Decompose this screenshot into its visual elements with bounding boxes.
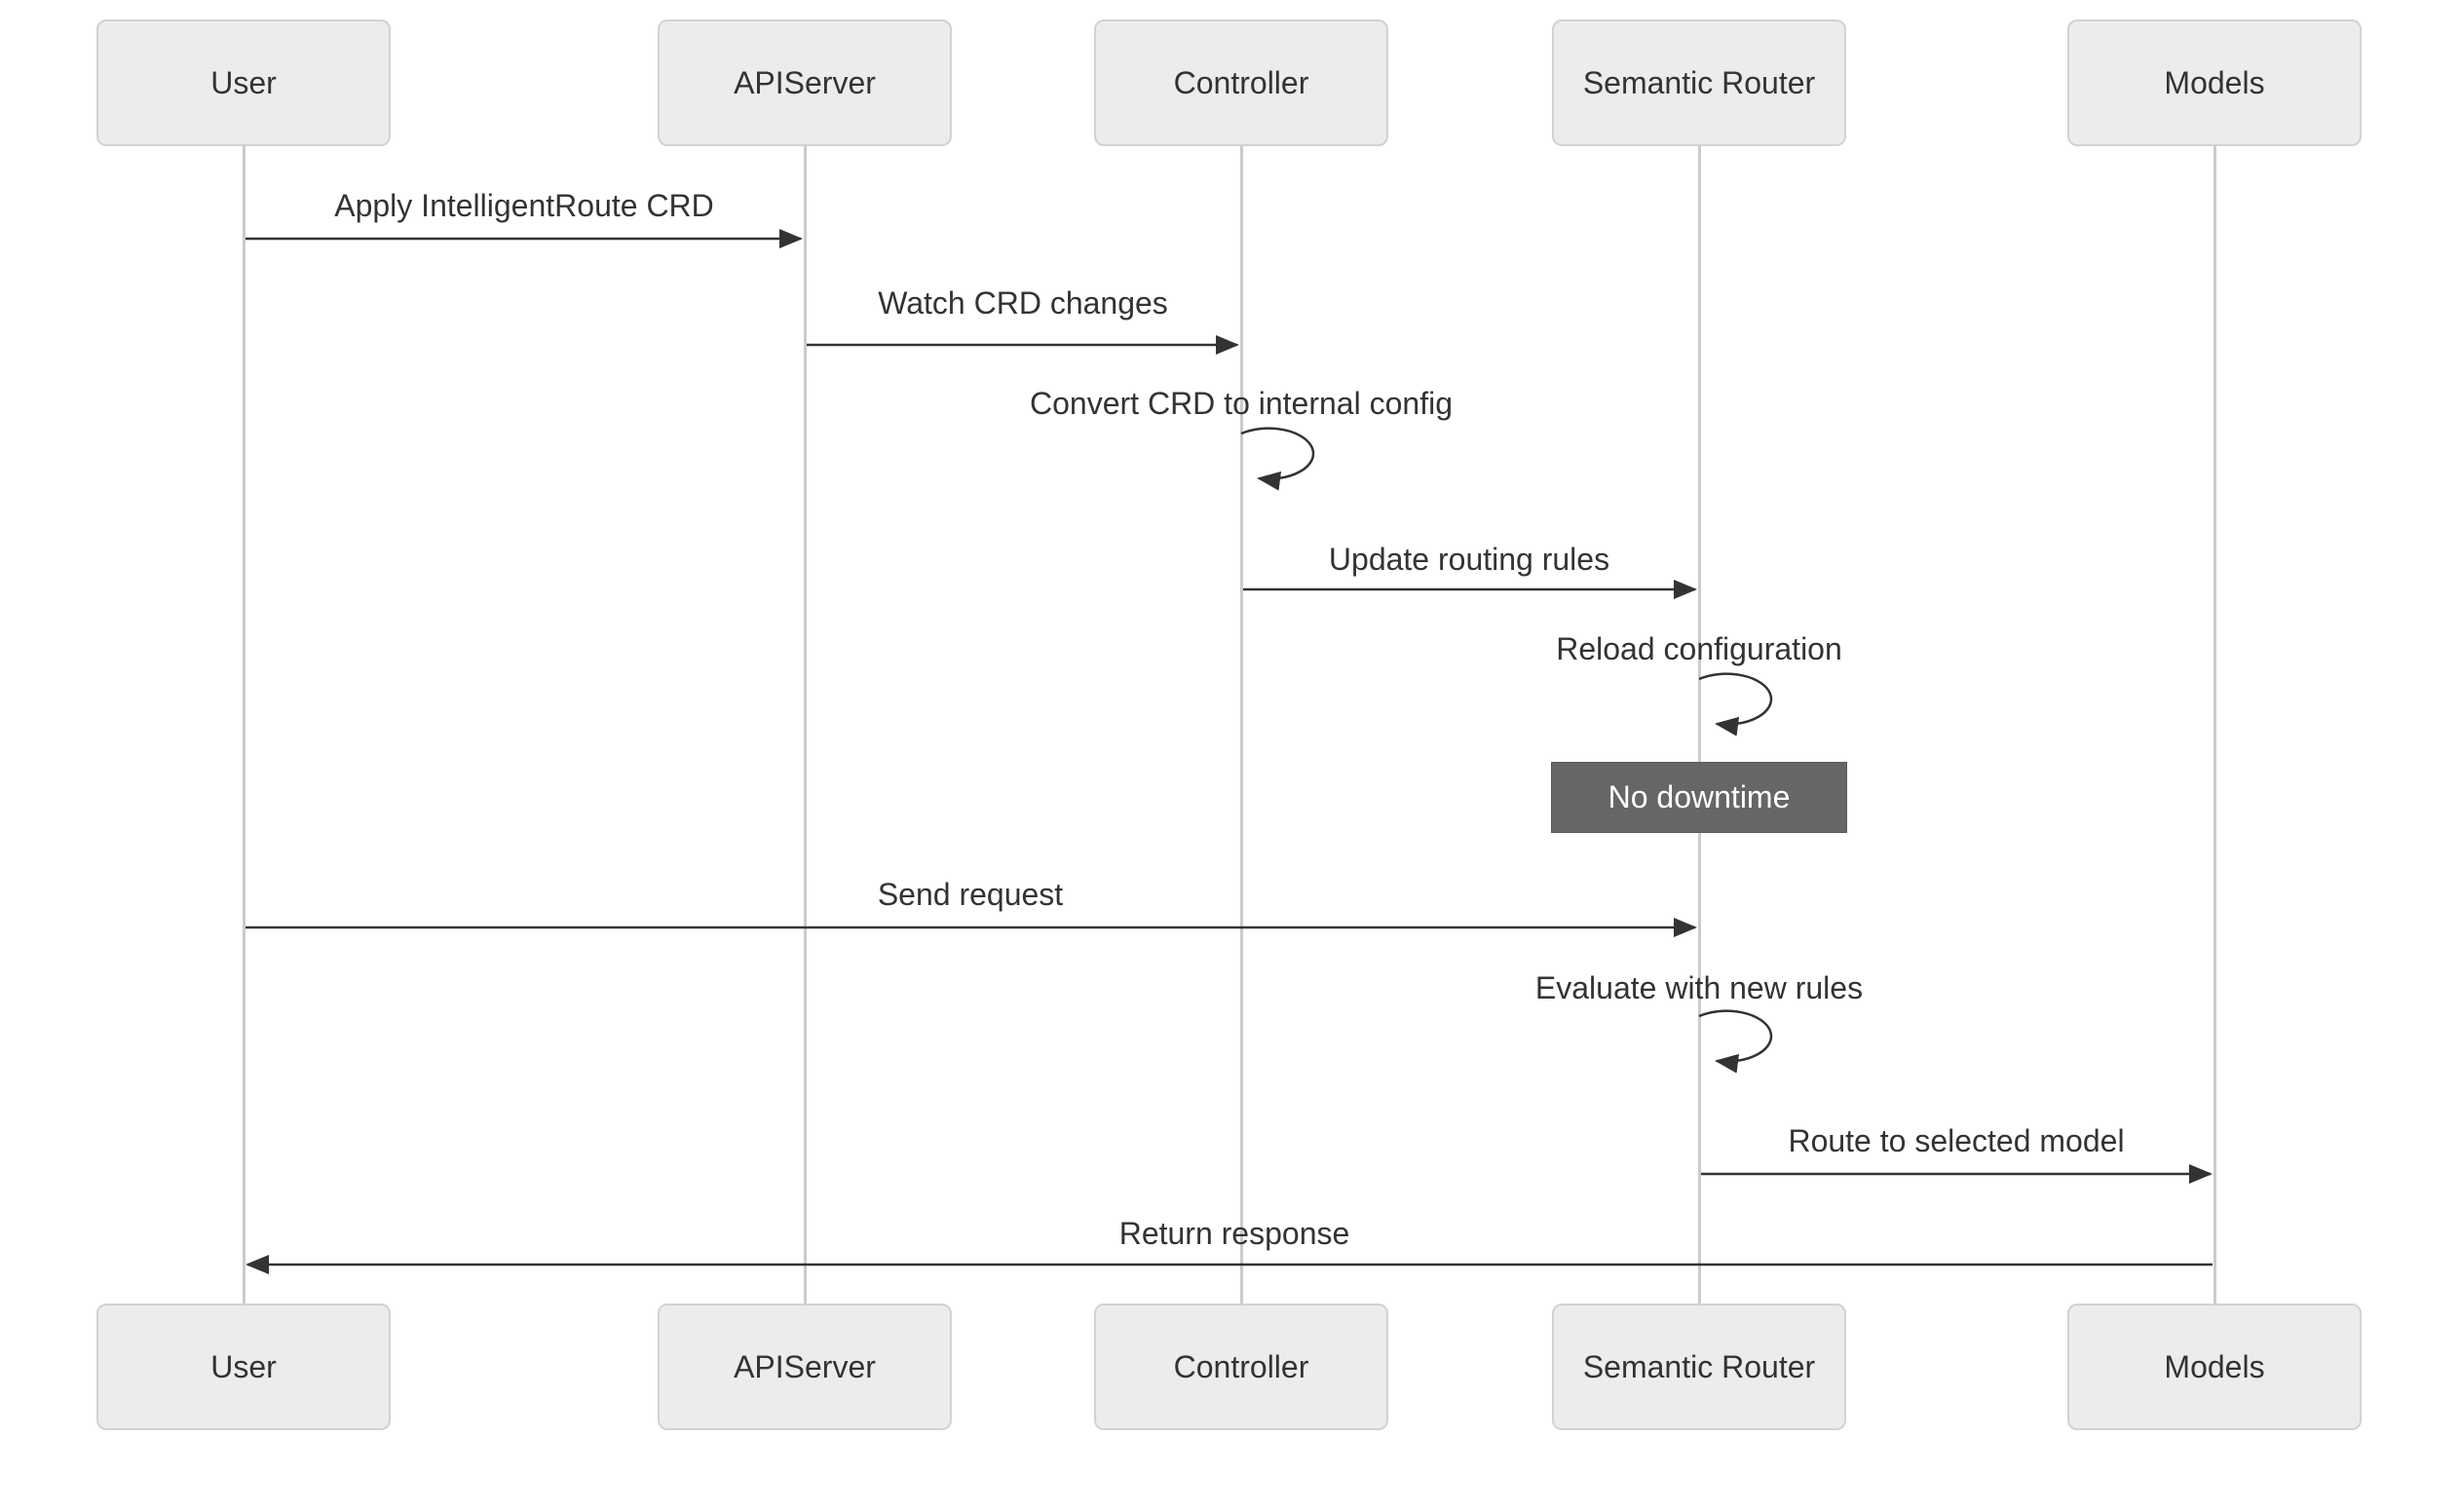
actor-box-models-bottom: Models [2067, 1304, 2362, 1430]
actor-label: APIServer [734, 1348, 876, 1384]
lifeline-apiserver [803, 146, 807, 1304]
message-label-update-routing-rules: Update routing rules [1328, 542, 1610, 577]
actor-label: User [210, 64, 277, 100]
actor-box-controller-top: Controller [1094, 19, 1388, 146]
actor-box-user-bottom: User [96, 1304, 391, 1430]
actor-box-user-top: User [96, 19, 391, 146]
self-loop-reload-configuration [1698, 672, 1773, 737]
actor-box-controller-bottom: Controller [1094, 1304, 1388, 1430]
self-loop-convert-crd-to-internal-config [1240, 427, 1315, 491]
actor-label: Semantic Router [1582, 1348, 1816, 1384]
actor-label: User [210, 1348, 277, 1384]
actor-box-apiserver-top: APIServer [658, 19, 952, 146]
actor-label: Models [2164, 1348, 2265, 1384]
message-label-apply-intelligentroute-crd: Apply IntelligentRoute CRD [334, 188, 714, 223]
self-loop-evaluate-with-new-rules [1698, 1009, 1773, 1074]
lifeline-semantic-router [1697, 146, 1701, 1304]
actor-label: APIServer [734, 64, 876, 100]
lifeline-controller [1239, 146, 1243, 1304]
lifeline-user [242, 146, 246, 1304]
message-label-watch-crd-changes: Watch CRD changes [878, 285, 1168, 321]
actor-box-semantic-router-bottom: Semantic Router [1552, 1304, 1846, 1430]
note-no-downtime: No downtime [1551, 762, 1847, 833]
actor-label: Controller [1173, 1348, 1309, 1384]
actor-box-apiserver-bottom: APIServer [658, 1304, 952, 1430]
actor-label: Controller [1173, 64, 1309, 100]
actor-box-semantic-router-top: Semantic Router [1552, 19, 1846, 146]
message-label-send-request: Send request [877, 877, 1064, 912]
actor-label: Semantic Router [1582, 64, 1816, 100]
message-label-evaluate-with-new-rules: Evaluate with new rules [1534, 970, 1864, 1005]
actor-label: Models [2164, 64, 2265, 100]
message-label-route-to-selected-model: Route to selected model [1788, 1123, 2125, 1158]
actor-box-models-top: Models [2067, 19, 2362, 146]
message-label-reload-configuration: Reload configuration [1556, 631, 1842, 666]
lifeline-models [2213, 146, 2216, 1304]
message-label-convert-crd-to-internal-config: Convert CRD to internal config [1030, 386, 1453, 421]
message-label-return-response: Return response [1118, 1216, 1350, 1251]
note-label: No downtime [1608, 779, 1791, 814]
